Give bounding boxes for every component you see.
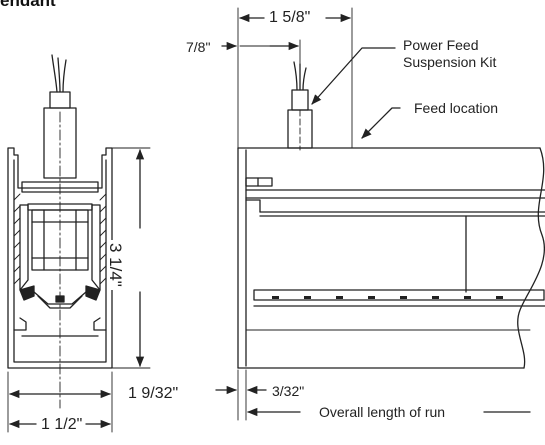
span-dimension-label: 1 5/8": [266, 10, 314, 26]
right-led-strip: [253, 289, 545, 301]
left-feed-tube: [43, 107, 77, 179]
right-feed-leader: [361, 107, 401, 139]
left-wire: [51, 54, 58, 93]
left-lens-clip: [85, 285, 101, 301]
depth-dimension-label: 1 9/32": [128, 385, 179, 402]
height-dimension-label: 3 1/4": [106, 240, 125, 290]
left-wire: [57, 57, 61, 93]
left-housing: [7, 147, 113, 369]
right-wire: [302, 67, 307, 91]
right-kit-leader: [311, 47, 396, 105]
left-reflector: [37, 295, 83, 309]
offset-dimension-label: 7/8": [186, 39, 211, 55]
right-wire: [293, 61, 298, 91]
right-elevation-view: [215, 7, 545, 421]
right-cord-grip: [291, 89, 309, 111]
left-section-view: [7, 54, 151, 433]
right-break-line: [517, 147, 545, 369]
feed-location-label: Feed location: [414, 100, 499, 116]
end-gap-dimension-label: 3/32": [272, 383, 305, 399]
left-cord-grip: [49, 91, 71, 109]
left-wall-hatch: [13, 193, 107, 285]
kit-label-line1: Power Feed: [403, 37, 479, 53]
width-dimension-label: 1 1/2": [38, 417, 86, 433]
right-endcap-detail: [245, 199, 261, 213]
left-wire: [62, 59, 67, 93]
left-lens-channel: [13, 317, 107, 331]
right-led-chips: [272, 296, 503, 299]
drawing-title: endant: [0, 0, 56, 10]
left-reflector: [33, 291, 87, 305]
kit-label-line2: Suspension Kit: [403, 54, 497, 70]
left-side-clip: [19, 204, 29, 291]
right-endcap-clip: [245, 177, 273, 187]
overall-length-label: Overall length of run: [316, 405, 449, 419]
left-side-clip: [91, 204, 101, 291]
left-lens-clip: [19, 285, 35, 301]
left-housing-inner: [13, 159, 107, 363]
